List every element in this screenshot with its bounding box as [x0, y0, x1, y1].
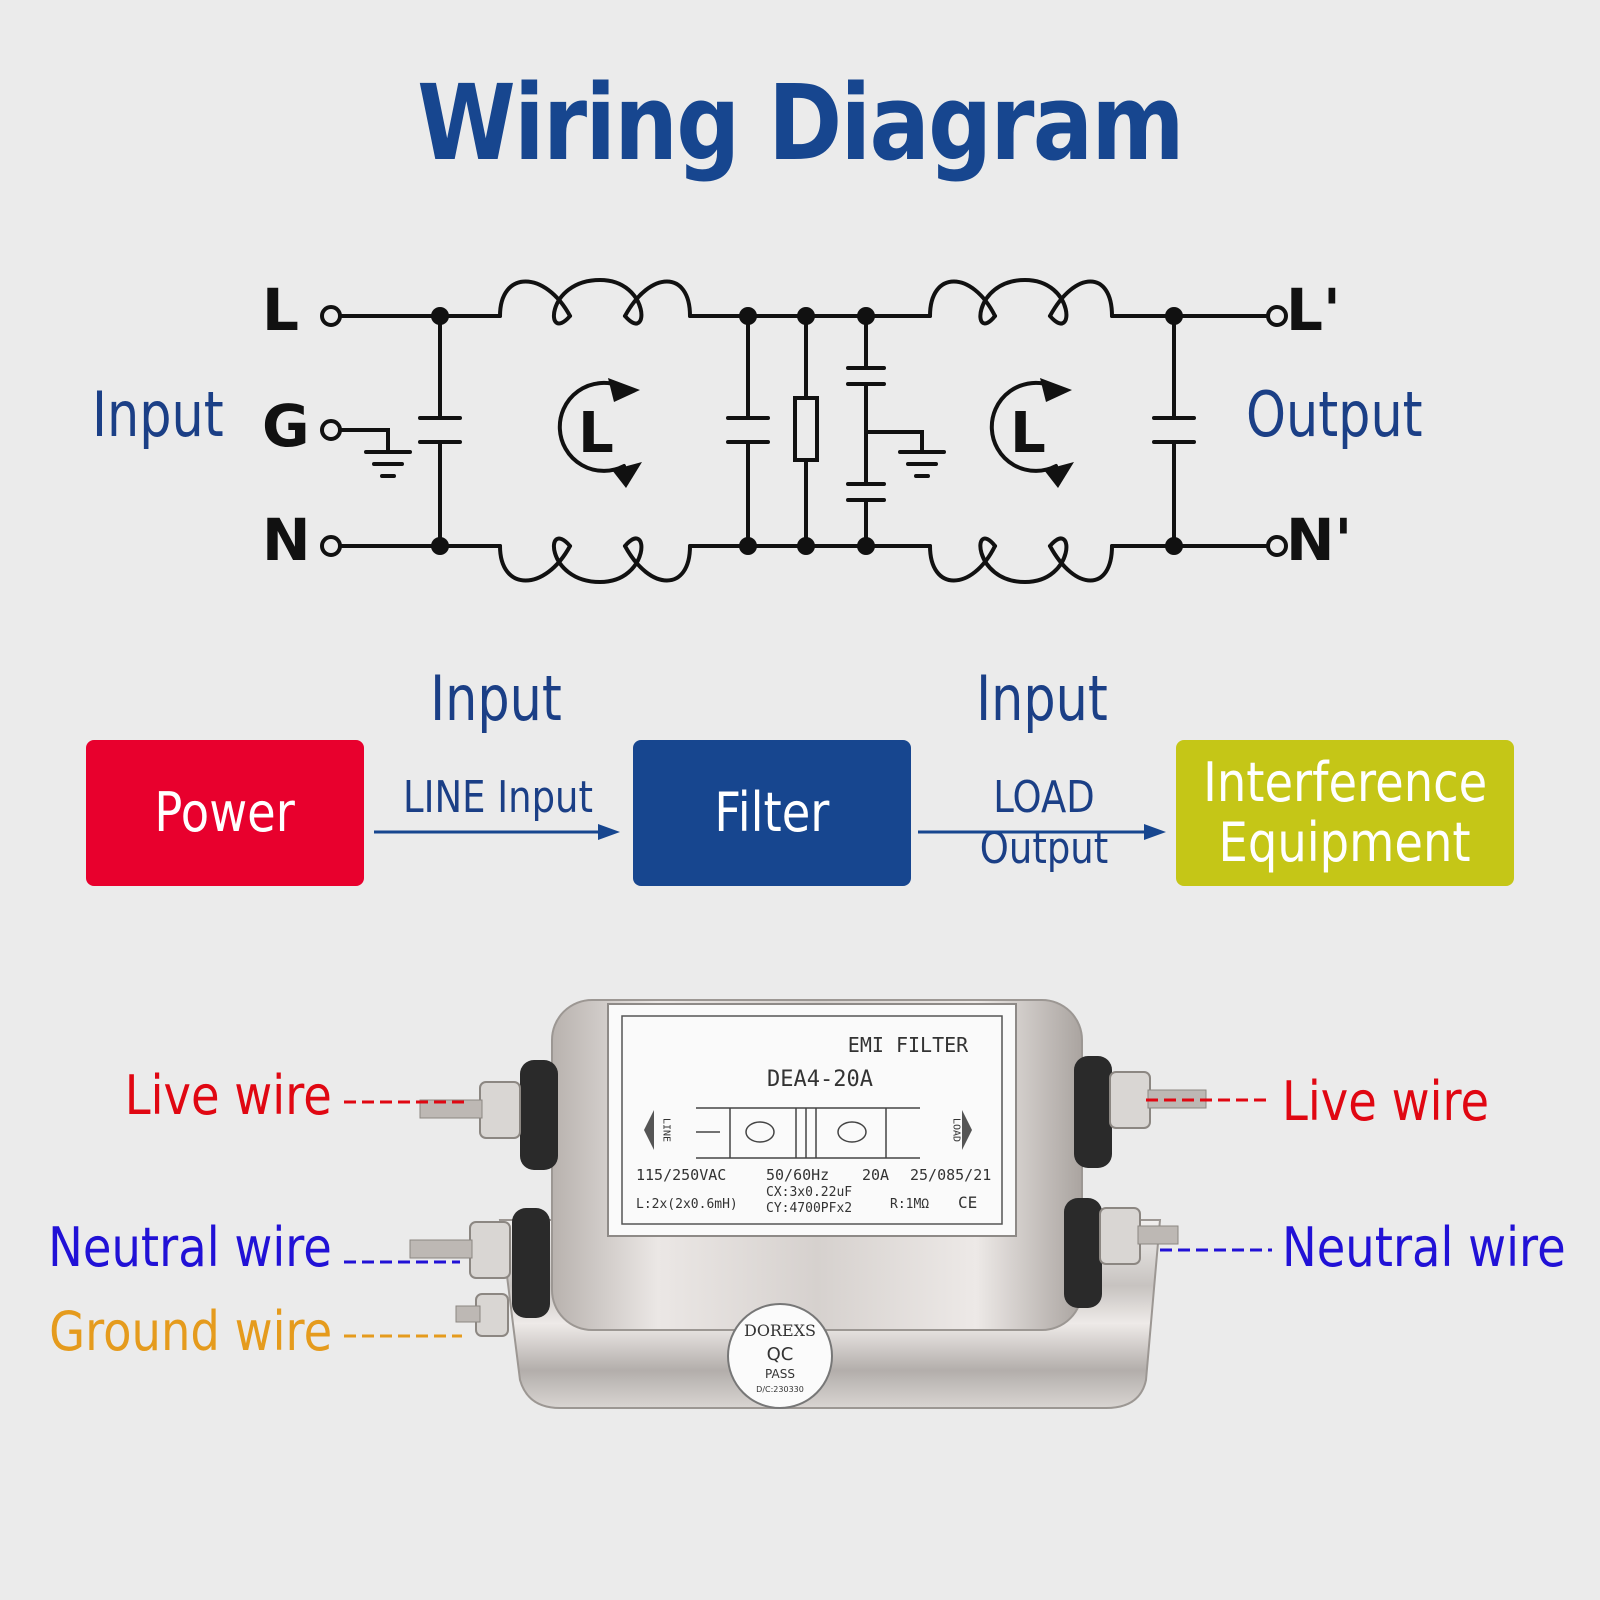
- flow-arrows: [374, 824, 1166, 840]
- plate-frequency: 50/60Hz: [766, 1166, 829, 1184]
- left-top-bushing: [520, 1060, 558, 1170]
- inductor-top-1-coils: [551, 277, 644, 326]
- left-ground-stud: [455, 1305, 481, 1323]
- right-live-nut: [1109, 1071, 1151, 1129]
- plate-model: DEA4-20A: [767, 1067, 873, 1092]
- left-live-nut: [479, 1081, 521, 1139]
- cap-x2-plates: [726, 416, 770, 444]
- terminal-l: L: [262, 276, 299, 344]
- left-neutral-nut: [469, 1221, 511, 1279]
- load-output-arrow-head: [1144, 824, 1166, 840]
- left-neutral-wire-label: Neutral wire: [48, 1216, 332, 1279]
- inductor-bottom-2-coils: [978, 536, 1069, 585]
- seal-brand: DOREXS: [744, 1321, 816, 1340]
- right-top-bushing: [1074, 1056, 1112, 1168]
- ground-y-symbol: [898, 450, 946, 478]
- plate-current: 20A: [862, 1166, 889, 1184]
- emi-filter-device: EMI FILTER DEA4-20A LINE LOAD 115/250VAC…: [344, 999, 1272, 1409]
- right-bottom-bushing: [1064, 1198, 1102, 1308]
- seal-qc: QC: [767, 1344, 794, 1365]
- inductor-2-arc: [989, 380, 1058, 473]
- seal-code: D/C:230330: [756, 1385, 804, 1394]
- left-neutral-stud: [409, 1239, 473, 1259]
- plate-resistor: R:1MΩ: [890, 1197, 929, 1212]
- right-neutral-stud: [1137, 1225, 1179, 1245]
- plate-line-text: LINE: [661, 1118, 672, 1142]
- cap-x3-plates: [1152, 416, 1196, 444]
- inductor-1-symbol: L: [578, 401, 614, 466]
- device-label-plate: [607, 1003, 1017, 1237]
- ground-input-wire: [338, 428, 390, 454]
- right-neutral-nut: [1099, 1207, 1141, 1265]
- plate-title: EMI FILTER: [848, 1033, 969, 1057]
- inductor-bottom-1-coils: [551, 536, 644, 585]
- terminal-n-prime-circle: [1266, 535, 1288, 557]
- qc-seal: [727, 1303, 833, 1409]
- ground-y-wire: [864, 430, 924, 454]
- plate-left-arrow-icon: [644, 1110, 654, 1150]
- plate-load-text: LOAD: [951, 1118, 962, 1142]
- equipment-box: Interference Equipment: [1176, 740, 1514, 886]
- left-ground-wire-label: Ground wire: [48, 1300, 332, 1363]
- plate-cy: CY:4700PFx2: [766, 1201, 852, 1216]
- plate-climatic: 25/085/21: [910, 1166, 991, 1184]
- terminal-g-circle: [320, 419, 342, 441]
- left-ground-nut: [475, 1293, 509, 1337]
- plate-inductance: L:2x(2x0.6mH): [636, 1197, 738, 1212]
- plate-right-arrow-icon: [962, 1110, 972, 1150]
- left-live-wire-label: Live wire: [124, 1064, 332, 1127]
- right-neutral-wire-label: Neutral wire: [1282, 1216, 1566, 1279]
- plate-cx: CX:3x0.22uF: [766, 1185, 852, 1200]
- terminal-l-prime: L': [1286, 276, 1341, 344]
- filter-box: Filter: [633, 740, 911, 886]
- seal-pass: PASS: [765, 1367, 795, 1381]
- terminal-l-prime-circle: [1266, 305, 1288, 327]
- equipment-label-line2: Equipment: [1218, 811, 1472, 874]
- page-title: Wiring Diagram: [417, 62, 1184, 184]
- plate-mini-schematic: [696, 1107, 920, 1159]
- plate-voltage: 115/250VAC: [636, 1166, 726, 1184]
- terminal-n-prime: N': [1286, 506, 1353, 574]
- cap-y-plates: [846, 366, 886, 502]
- left-live-stud: [419, 1099, 483, 1119]
- resistor-body: [793, 396, 819, 462]
- filter-label: Filter: [714, 781, 830, 844]
- schematic-input-label: Input: [92, 378, 224, 451]
- ground-input-symbol: [364, 450, 412, 478]
- line-input-arrow-head: [598, 824, 620, 840]
- flow-input-label-1: Input: [430, 662, 562, 735]
- plate-ce: CE: [958, 1193, 977, 1212]
- right-live-wire-label: Live wire: [1282, 1070, 1490, 1133]
- left-bottom-bushing: [512, 1208, 550, 1318]
- schematic-output-label: Output: [1246, 378, 1423, 451]
- line-input-label: LINE Input: [403, 772, 593, 823]
- terminal-l-circle: [320, 305, 342, 327]
- terminal-n-circle: [320, 535, 342, 557]
- inductor-1-arc: [557, 380, 626, 473]
- power-label: Power: [154, 781, 296, 844]
- inductor-2-symbol: L: [1010, 401, 1046, 466]
- inductor-top-2-coils: [978, 277, 1069, 326]
- equipment-label-line1: Interference: [1202, 751, 1488, 814]
- terminal-g: G: [262, 392, 310, 460]
- schematic-diagram: L L: [320, 277, 1288, 585]
- power-box: Power: [86, 740, 364, 886]
- cap-x1-plates: [418, 416, 462, 444]
- flow-input-label-2: Input: [976, 662, 1108, 735]
- terminal-n: N: [262, 506, 311, 574]
